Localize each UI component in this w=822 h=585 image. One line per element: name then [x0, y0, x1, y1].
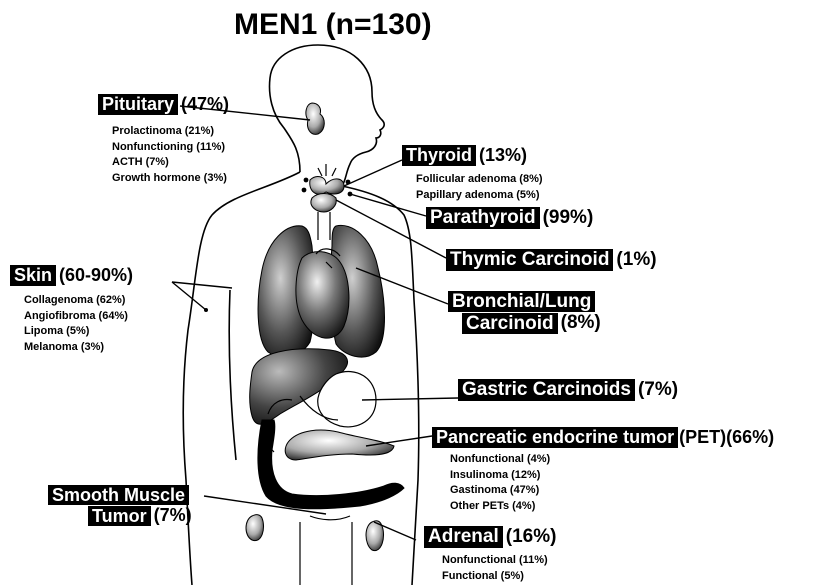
skin-label: Skin (60-90%)	[10, 265, 133, 286]
thymic-pct: (1%)	[616, 249, 656, 271]
skin-dot	[204, 308, 208, 312]
thyroid-pct: (13%)	[479, 145, 527, 166]
list-item: Follicular adenoma (8%)	[416, 172, 543, 188]
list-item: Nonfunctional (11%)	[442, 553, 548, 569]
smooth-muscle-label: Smooth Muscle Tumor (7%)	[48, 485, 192, 526]
pancreas	[285, 430, 394, 460]
adrenal-name: Adrenal	[424, 526, 503, 547]
left-kidney	[246, 515, 264, 541]
smooth-line1: Smooth Muscle	[48, 485, 189, 505]
pituitary-gland	[306, 103, 324, 134]
list-item: Prolactinoma (21%)	[112, 124, 227, 140]
bronchial-pct: (8%)	[561, 312, 601, 334]
thyroid-label: Thyroid (13%)	[402, 145, 527, 166]
pancreatic-subtypes: Nonfunctional (4%) Insulinoma (12%) Gast…	[450, 452, 550, 514]
list-item: Angiofibroma (64%)	[24, 309, 128, 325]
thymus	[311, 194, 336, 213]
list-item: Nonfunctioning (11%)	[112, 140, 227, 156]
thyroid-subtypes: Follicular adenoma (8%) Papillary adenom…	[416, 172, 543, 203]
pituitary-subtypes: Prolactinoma (21%) Nonfunctioning (11%) …	[112, 124, 227, 186]
pelvis-line	[300, 516, 352, 585]
skin-pct: (60-90%)	[59, 265, 133, 286]
gastric-label: Gastric Carcinoids (7%)	[458, 379, 678, 401]
list-item: Papillary adenoma (5%)	[416, 188, 543, 204]
parathyroid-name: Parathyroid	[426, 207, 540, 228]
adrenal-pct: (16%)	[506, 526, 557, 548]
leader-thyroid	[344, 160, 402, 186]
figure-title: MEN1 (n=130)	[234, 8, 432, 42]
skin-name: Skin	[10, 265, 56, 285]
skin-subtypes: Collagenoma (62%) Angiofibroma (64%) Lip…	[24, 293, 128, 355]
smooth-pct: (7%)	[154, 505, 192, 526]
pituitary-label: Pituitary (47%)	[98, 94, 229, 115]
list-item: Functional (5%)	[442, 569, 548, 585]
list-item: Melanoma (3%)	[24, 340, 128, 356]
trachea	[318, 212, 330, 240]
pancreatic-pct: (PET)(66%)	[679, 427, 774, 448]
adrenal-subtypes: Nonfunctional (11%) Functional (5%)	[442, 553, 548, 584]
pituitary-pct: (47%)	[181, 94, 229, 115]
pancreatic-name: Pancreatic endocrine tumor	[432, 427, 678, 447]
list-item: Collagenoma (62%)	[24, 293, 128, 309]
thymic-name: Thymic Carcinoid	[446, 249, 613, 270]
bronchial-line1: Bronchial/Lung	[448, 291, 595, 312]
smooth-line2: Tumor	[88, 506, 151, 526]
list-item: Nonfunctional (4%)	[450, 452, 550, 468]
head-outline	[270, 45, 385, 186]
pancreatic-label: Pancreatic endocrine tumor (PET)(66%)	[432, 427, 774, 448]
list-item: ACTH (7%)	[112, 155, 227, 171]
thymic-label: Thymic Carcinoid (1%)	[446, 249, 657, 271]
bronchial-label: Bronchial/Lung Carcinoid (8%)	[448, 291, 601, 334]
bronchial-line2: Carcinoid	[462, 313, 558, 334]
thyroid-name: Thyroid	[402, 145, 476, 165]
adrenal-label: Adrenal (16%)	[424, 526, 556, 548]
list-item: Other PETs (4%)	[450, 499, 550, 515]
leader-skin-1	[172, 282, 206, 310]
gastric-pct: (7%)	[638, 379, 678, 401]
list-item: Insulinoma (12%)	[450, 468, 550, 484]
leader-skin-2	[172, 282, 232, 288]
gastric-name: Gastric Carcinoids	[458, 379, 635, 400]
parathyroid-pct: (99%)	[543, 207, 594, 229]
parathyroid-label: Parathyroid (99%)	[426, 207, 593, 229]
list-item: Growth hormone (3%)	[112, 171, 227, 187]
left-inner-arm	[229, 290, 236, 460]
pituitary-name: Pituitary	[98, 94, 178, 114]
list-item: Lipoma (5%)	[24, 324, 128, 340]
list-item: Gastinoma (47%)	[450, 483, 550, 499]
